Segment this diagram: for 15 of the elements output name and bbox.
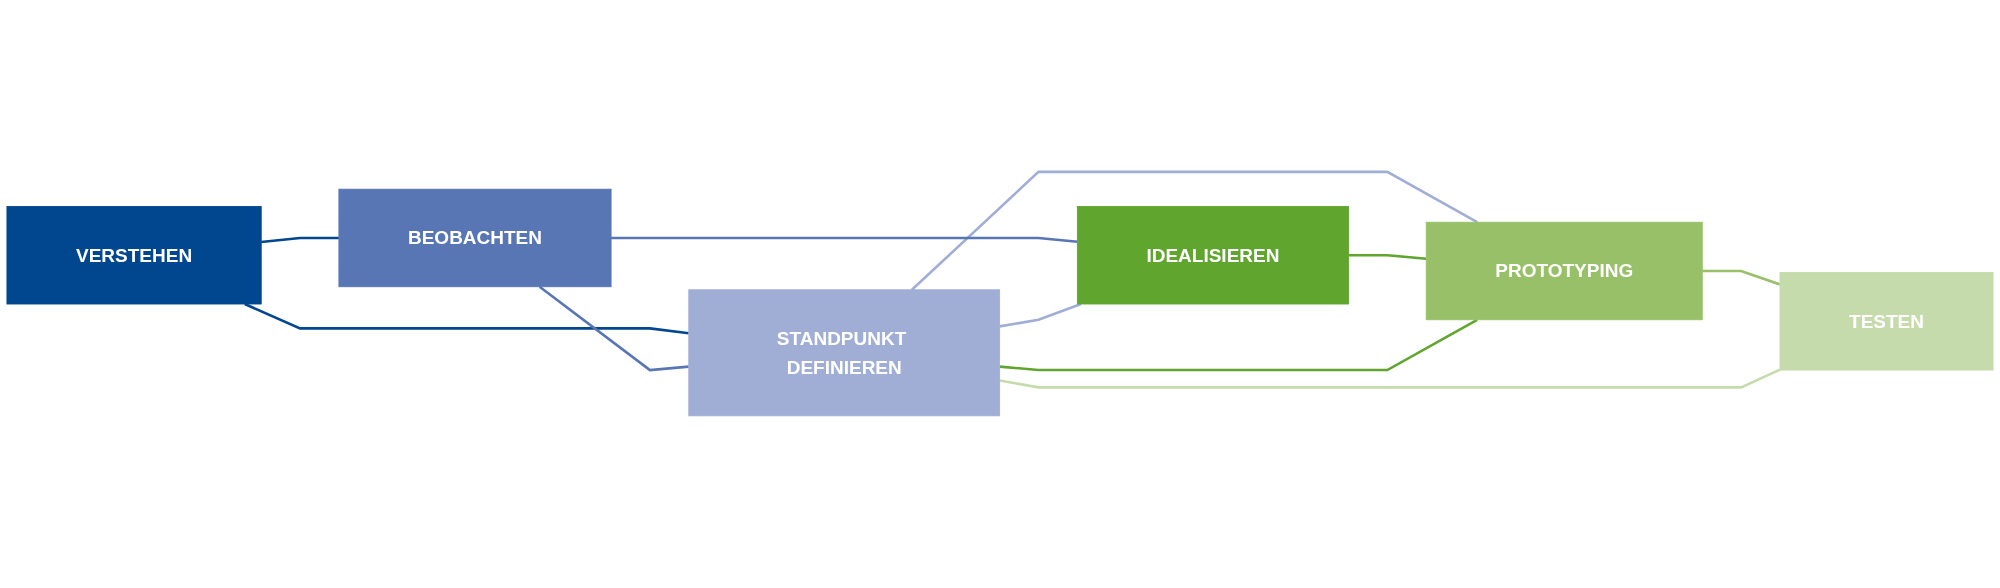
node-box: PROTOTYPING bbox=[1425, 221, 1703, 321]
connector bbox=[261, 236, 339, 244]
connector bbox=[999, 318, 1478, 372]
node-box: TESTEN bbox=[1779, 272, 1994, 371]
connector bbox=[611, 236, 1078, 244]
connector bbox=[999, 368, 1781, 389]
connector bbox=[1348, 254, 1427, 261]
node-box: VERSTEHEN bbox=[6, 206, 262, 305]
node-box: IDEALISIEREN bbox=[1076, 206, 1349, 305]
connector bbox=[911, 170, 1478, 291]
node-box: STANDPUNKT DEFINIEREN bbox=[688, 289, 1001, 417]
connector bbox=[1702, 269, 1781, 286]
connector bbox=[999, 302, 1082, 328]
node-box: BEOBACHTEN bbox=[338, 188, 612, 288]
connector bbox=[538, 285, 689, 372]
